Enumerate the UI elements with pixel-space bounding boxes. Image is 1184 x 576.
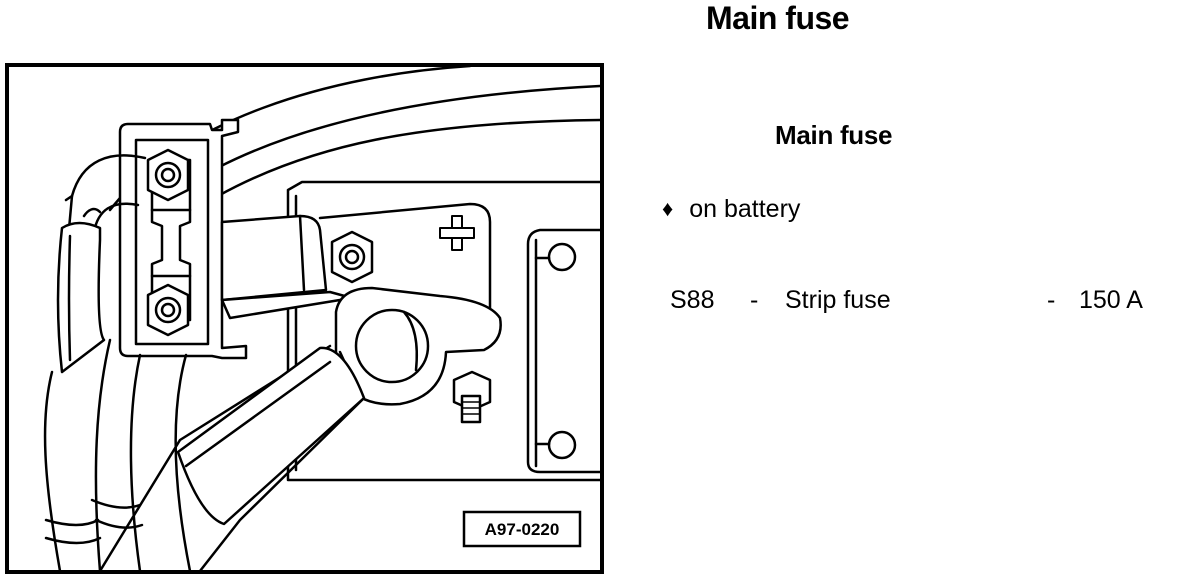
terminal-nut (330, 230, 374, 284)
fuse-name: Strip fuse (785, 286, 891, 314)
fuse-nut-top (146, 148, 190, 202)
right-bracket (526, 228, 601, 474)
battery-post (354, 308, 430, 384)
fuse-separator-2: - (1047, 286, 1056, 314)
battery-cable-sleeve (176, 346, 366, 526)
main-fuse-illustration: A97-0220 (5, 63, 604, 574)
fuse-rating: 150 A (1079, 286, 1143, 314)
legend-bullet-row: ♦ on battery (662, 195, 800, 224)
bracket-lug-bottom (547, 430, 577, 460)
housing-curve-inner (216, 118, 601, 198)
fuse-id: S88 (670, 286, 715, 314)
figure-frame (5, 63, 604, 574)
terminal-plate (318, 202, 492, 332)
plus-sign (439, 215, 475, 251)
page-title: Main fuse (706, 0, 850, 36)
fuse-nut-bottom (146, 283, 190, 337)
fuse-separator: - (750, 286, 759, 314)
connecting-strap (220, 214, 328, 302)
legend-heading: Main fuse (775, 120, 893, 150)
left-cable-d (174, 353, 192, 571)
left-cable-b (94, 338, 112, 571)
legend-bullet-text: on battery (689, 195, 801, 223)
left-cable-c (129, 353, 142, 571)
figure-label-box (462, 510, 582, 548)
strip-fuse (150, 158, 192, 322)
figure-label: A97-0220 (485, 520, 560, 539)
clamp-bolt (452, 370, 492, 424)
bracket-lug-top (547, 242, 577, 272)
diamond-bullet-icon: ♦ (662, 195, 674, 221)
